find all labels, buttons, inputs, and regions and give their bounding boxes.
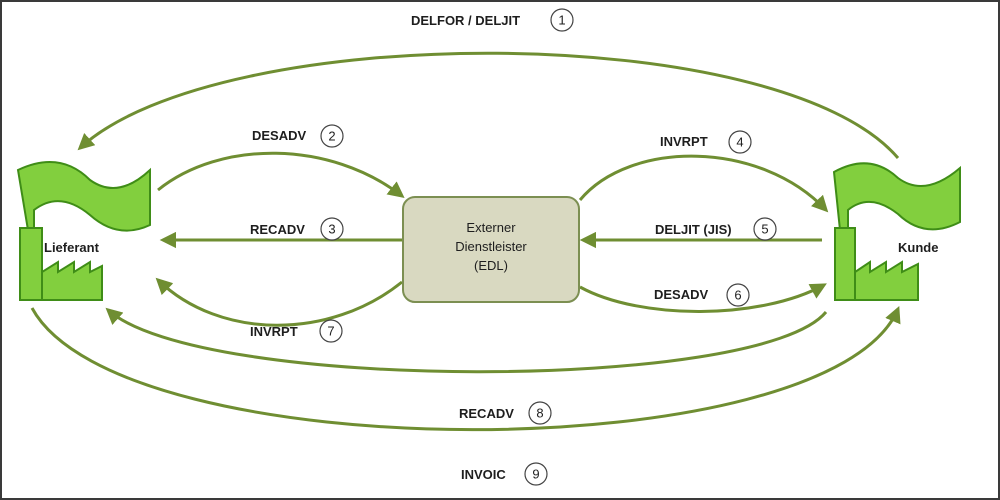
svg-text:7: 7 [327,324,334,339]
arrow-invoic-to-customer [30,305,901,432]
svg-text:3: 3 [328,222,335,237]
svg-text:8: 8 [536,406,543,421]
svg-text:2: 2 [328,129,335,144]
center-line-1: Externer [466,220,516,235]
step-number-badge: 4 [728,130,752,154]
external-service-provider-box [402,196,580,303]
message-label: DELJIT (JIS) [655,222,732,237]
step-number-badge: 2 [320,124,344,148]
center-line-3: (EDL) [474,258,508,273]
factory-icon [16,161,151,301]
svg-text:5: 5 [761,222,768,237]
factory-icon [832,162,961,301]
step-number-badge: 6 [726,283,750,307]
arrow-recadv-long-to-supplier [105,307,828,374]
step-number-badge: 3 [320,217,344,241]
svg-text:4: 4 [736,135,743,150]
step-number-badge: 1 [550,8,574,32]
arrow-desadv-to-customer [579,283,827,313]
message-label: RECADV [250,222,305,237]
arrow-desadv-to-edl [157,151,405,199]
svg-text:9: 9 [532,467,539,482]
arrow-invrpt-to-customer [578,154,829,213]
message-label: DESADV [252,128,307,143]
arrow-delfor-deljit [77,51,900,159]
message-label: DELFOR / DELJIT [411,13,520,28]
supplier-label: Lieferant [44,240,100,255]
step-number-badge: 5 [753,217,777,241]
arrow-invrpt-to-supplier [155,277,403,327]
message-label: INVRPT [250,324,298,339]
message-label: RECADV [459,406,514,421]
svg-text:6: 6 [734,288,741,303]
step-number-badge: 9 [524,462,548,486]
customer-label: Kunde [898,240,938,255]
svg-text:1: 1 [558,13,565,28]
message-label: INVRPT [660,134,708,149]
step-number-badge: 7 [319,319,343,343]
message-label: DESADV [654,287,709,302]
message-label: INVOIC [461,467,506,482]
step-number-badge: 8 [528,401,552,425]
center-line-2: Dienstleister [455,239,527,254]
